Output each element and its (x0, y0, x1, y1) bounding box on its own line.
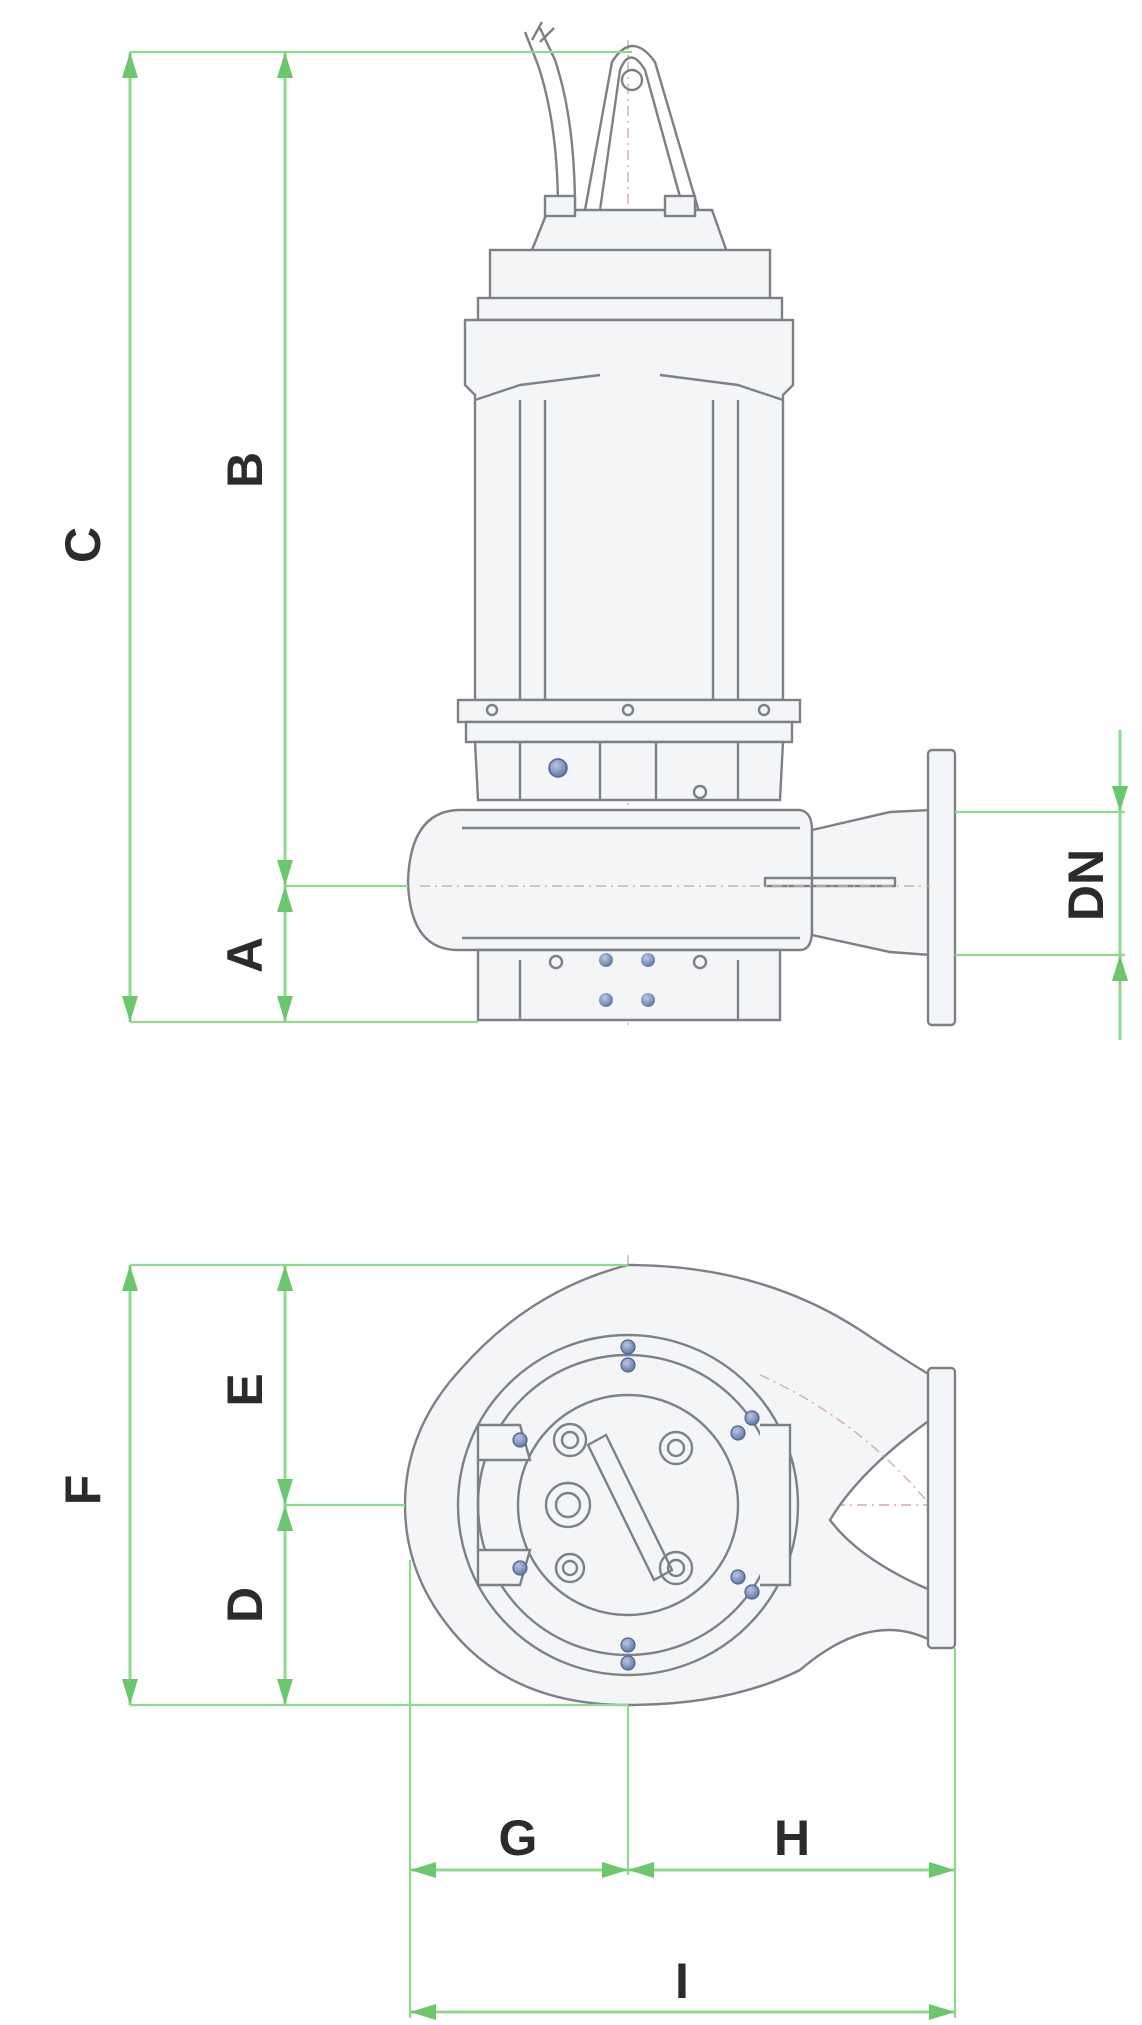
power-cable-icon (523, 21, 577, 211)
label-a: A (217, 937, 273, 973)
top-view-dimensions (122, 1263, 957, 2020)
impeller-slot (586, 1433, 674, 1582)
side-view-dimensions (122, 50, 1128, 1040)
shaft-icon (544, 1481, 592, 1529)
pump-side-view (406, 21, 957, 1030)
label-f: F (55, 1475, 111, 1506)
discharge-flange-plan (926, 1366, 957, 1650)
label-h: H (774, 1810, 810, 1866)
label-d: D (217, 1587, 273, 1623)
label-i: I (675, 1953, 689, 2009)
lifting-handle-icon (583, 44, 702, 216)
pump-top-view (395, 1255, 957, 1720)
pump-inlet-base (476, 948, 782, 1022)
label-g: G (499, 1810, 538, 1866)
label-dn: DN (1058, 849, 1114, 921)
bearing-housing (473, 740, 785, 802)
label-e: E (217, 1373, 273, 1406)
label-b: B (217, 452, 273, 488)
volute-casing (406, 808, 814, 952)
discharge-flange (926, 748, 957, 1027)
discharge-pipe (810, 808, 932, 957)
motor-housing (463, 318, 795, 702)
bolt-circle (512, 1339, 760, 1671)
volute-outline (403, 1263, 932, 1707)
label-c: C (55, 527, 111, 563)
dimension-labels: C B A DN F E D G H I (55, 452, 1114, 2009)
